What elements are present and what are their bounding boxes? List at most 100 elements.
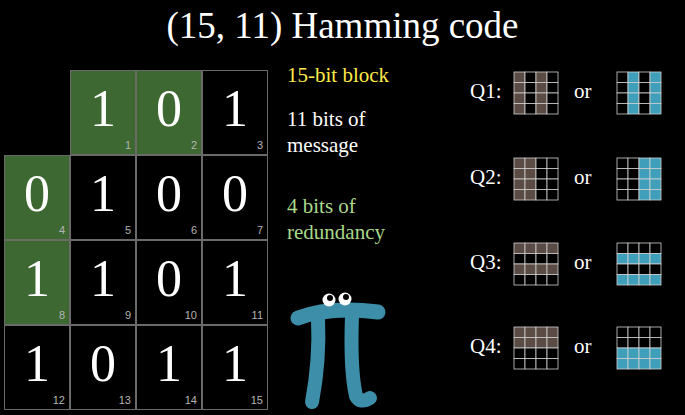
grid-cell — [639, 275, 650, 286]
grid-cell — [536, 83, 547, 94]
grid-cell — [617, 104, 628, 115]
question-label: Q2: — [470, 164, 502, 190]
grid-cell — [628, 83, 639, 94]
bit-position: 7 — [257, 225, 263, 236]
bit-cell: 02 — [136, 70, 202, 155]
grid-cell — [639, 327, 650, 338]
grid-cell — [547, 254, 558, 265]
grid-cell — [639, 179, 650, 190]
grid-cell — [639, 190, 650, 201]
grid-cell — [617, 169, 628, 180]
grid-cell — [617, 83, 628, 94]
bit-position: 15 — [251, 395, 263, 406]
grid-cell — [628, 104, 639, 115]
grid-cell — [628, 158, 639, 169]
grid-cell — [525, 338, 536, 349]
bit-position: 10 — [185, 310, 197, 321]
bit-cell: 04 — [4, 155, 70, 240]
grid-cell — [650, 327, 661, 338]
question-label: Q3: — [470, 249, 502, 275]
grid-cell — [536, 275, 547, 286]
grid-cell — [536, 190, 547, 201]
bit-position: 3 — [257, 140, 263, 151]
grid-cell — [628, 327, 639, 338]
bit-position: 8 — [59, 310, 65, 321]
bit-cell: 15 — [70, 155, 136, 240]
bit-value: 1 — [203, 338, 267, 390]
grid-cell — [514, 83, 525, 94]
grid-cell — [547, 327, 558, 338]
grid-cell — [650, 348, 661, 359]
grid-cell — [547, 275, 558, 286]
grid-cell — [617, 275, 628, 286]
grid-cell — [617, 243, 628, 254]
or-label: or — [574, 249, 592, 275]
bit-value: 1 — [203, 253, 267, 305]
grid-cell — [514, 158, 525, 169]
grid-cell — [536, 169, 547, 180]
bit-value: 1 — [71, 253, 135, 305]
bit-position: 2 — [191, 140, 197, 151]
grid-cell — [547, 72, 558, 83]
grid-cell — [536, 264, 547, 275]
grid-cell — [536, 93, 547, 104]
grid-cell — [650, 93, 661, 104]
grid-cell — [639, 83, 650, 94]
grid-cell — [536, 359, 547, 370]
bit-cell: 114 — [136, 325, 202, 410]
grid-cell — [650, 359, 661, 370]
grid-cell — [514, 359, 525, 370]
grid-cell — [547, 243, 558, 254]
grid-cell — [525, 179, 536, 190]
pi-creature — [298, 293, 378, 403]
grid-cell — [617, 264, 628, 275]
grid-cell — [650, 83, 661, 94]
grid-cell — [639, 243, 650, 254]
grid-cell — [617, 348, 628, 359]
grid-cell — [536, 179, 547, 190]
grid-cell — [547, 93, 558, 104]
grid-cell — [514, 254, 525, 265]
bit-position: 5 — [125, 225, 131, 236]
grid-cell — [547, 104, 558, 115]
bit-value: 0 — [137, 253, 201, 305]
bit-position: 1 — [125, 140, 131, 151]
grid-cell — [525, 93, 536, 104]
grid-cell — [639, 254, 650, 265]
bit-position: 13 — [119, 395, 131, 406]
grid-cell — [525, 327, 536, 338]
bit-cell: 13 — [202, 70, 268, 155]
grid-cell — [639, 158, 650, 169]
grid-cell — [547, 338, 558, 349]
grid-cell — [628, 93, 639, 104]
grid-cell — [547, 348, 558, 359]
bit-cell: 010 — [136, 240, 202, 325]
bit-value: 1 — [5, 253, 69, 305]
grid-cell — [547, 169, 558, 180]
grid-cell — [628, 359, 639, 370]
bit-position: 14 — [185, 395, 197, 406]
grid-cell — [617, 338, 628, 349]
grid-cell — [525, 254, 536, 265]
grid-cell — [617, 190, 628, 201]
bit-position: 12 — [53, 395, 65, 406]
grid-cell — [547, 179, 558, 190]
grid-cell — [617, 359, 628, 370]
grid-cell — [639, 169, 650, 180]
grid-cell — [617, 93, 628, 104]
title: (15, 11) Hamming code — [0, 4, 685, 47]
grid-cell — [650, 254, 661, 265]
grid-cell — [628, 169, 639, 180]
grid-cell — [650, 179, 661, 190]
grid-cell — [639, 104, 650, 115]
question-label: Q4: — [470, 333, 502, 359]
grid-cell — [617, 254, 628, 265]
bit-value: 1 — [137, 338, 201, 390]
grid-cell — [547, 83, 558, 94]
bit-value: 0 — [203, 168, 267, 220]
grid-cell — [650, 338, 661, 349]
or-label: or — [574, 78, 592, 104]
grid-cell — [525, 83, 536, 94]
or-label: or — [574, 164, 592, 190]
grid-cell — [650, 104, 661, 115]
